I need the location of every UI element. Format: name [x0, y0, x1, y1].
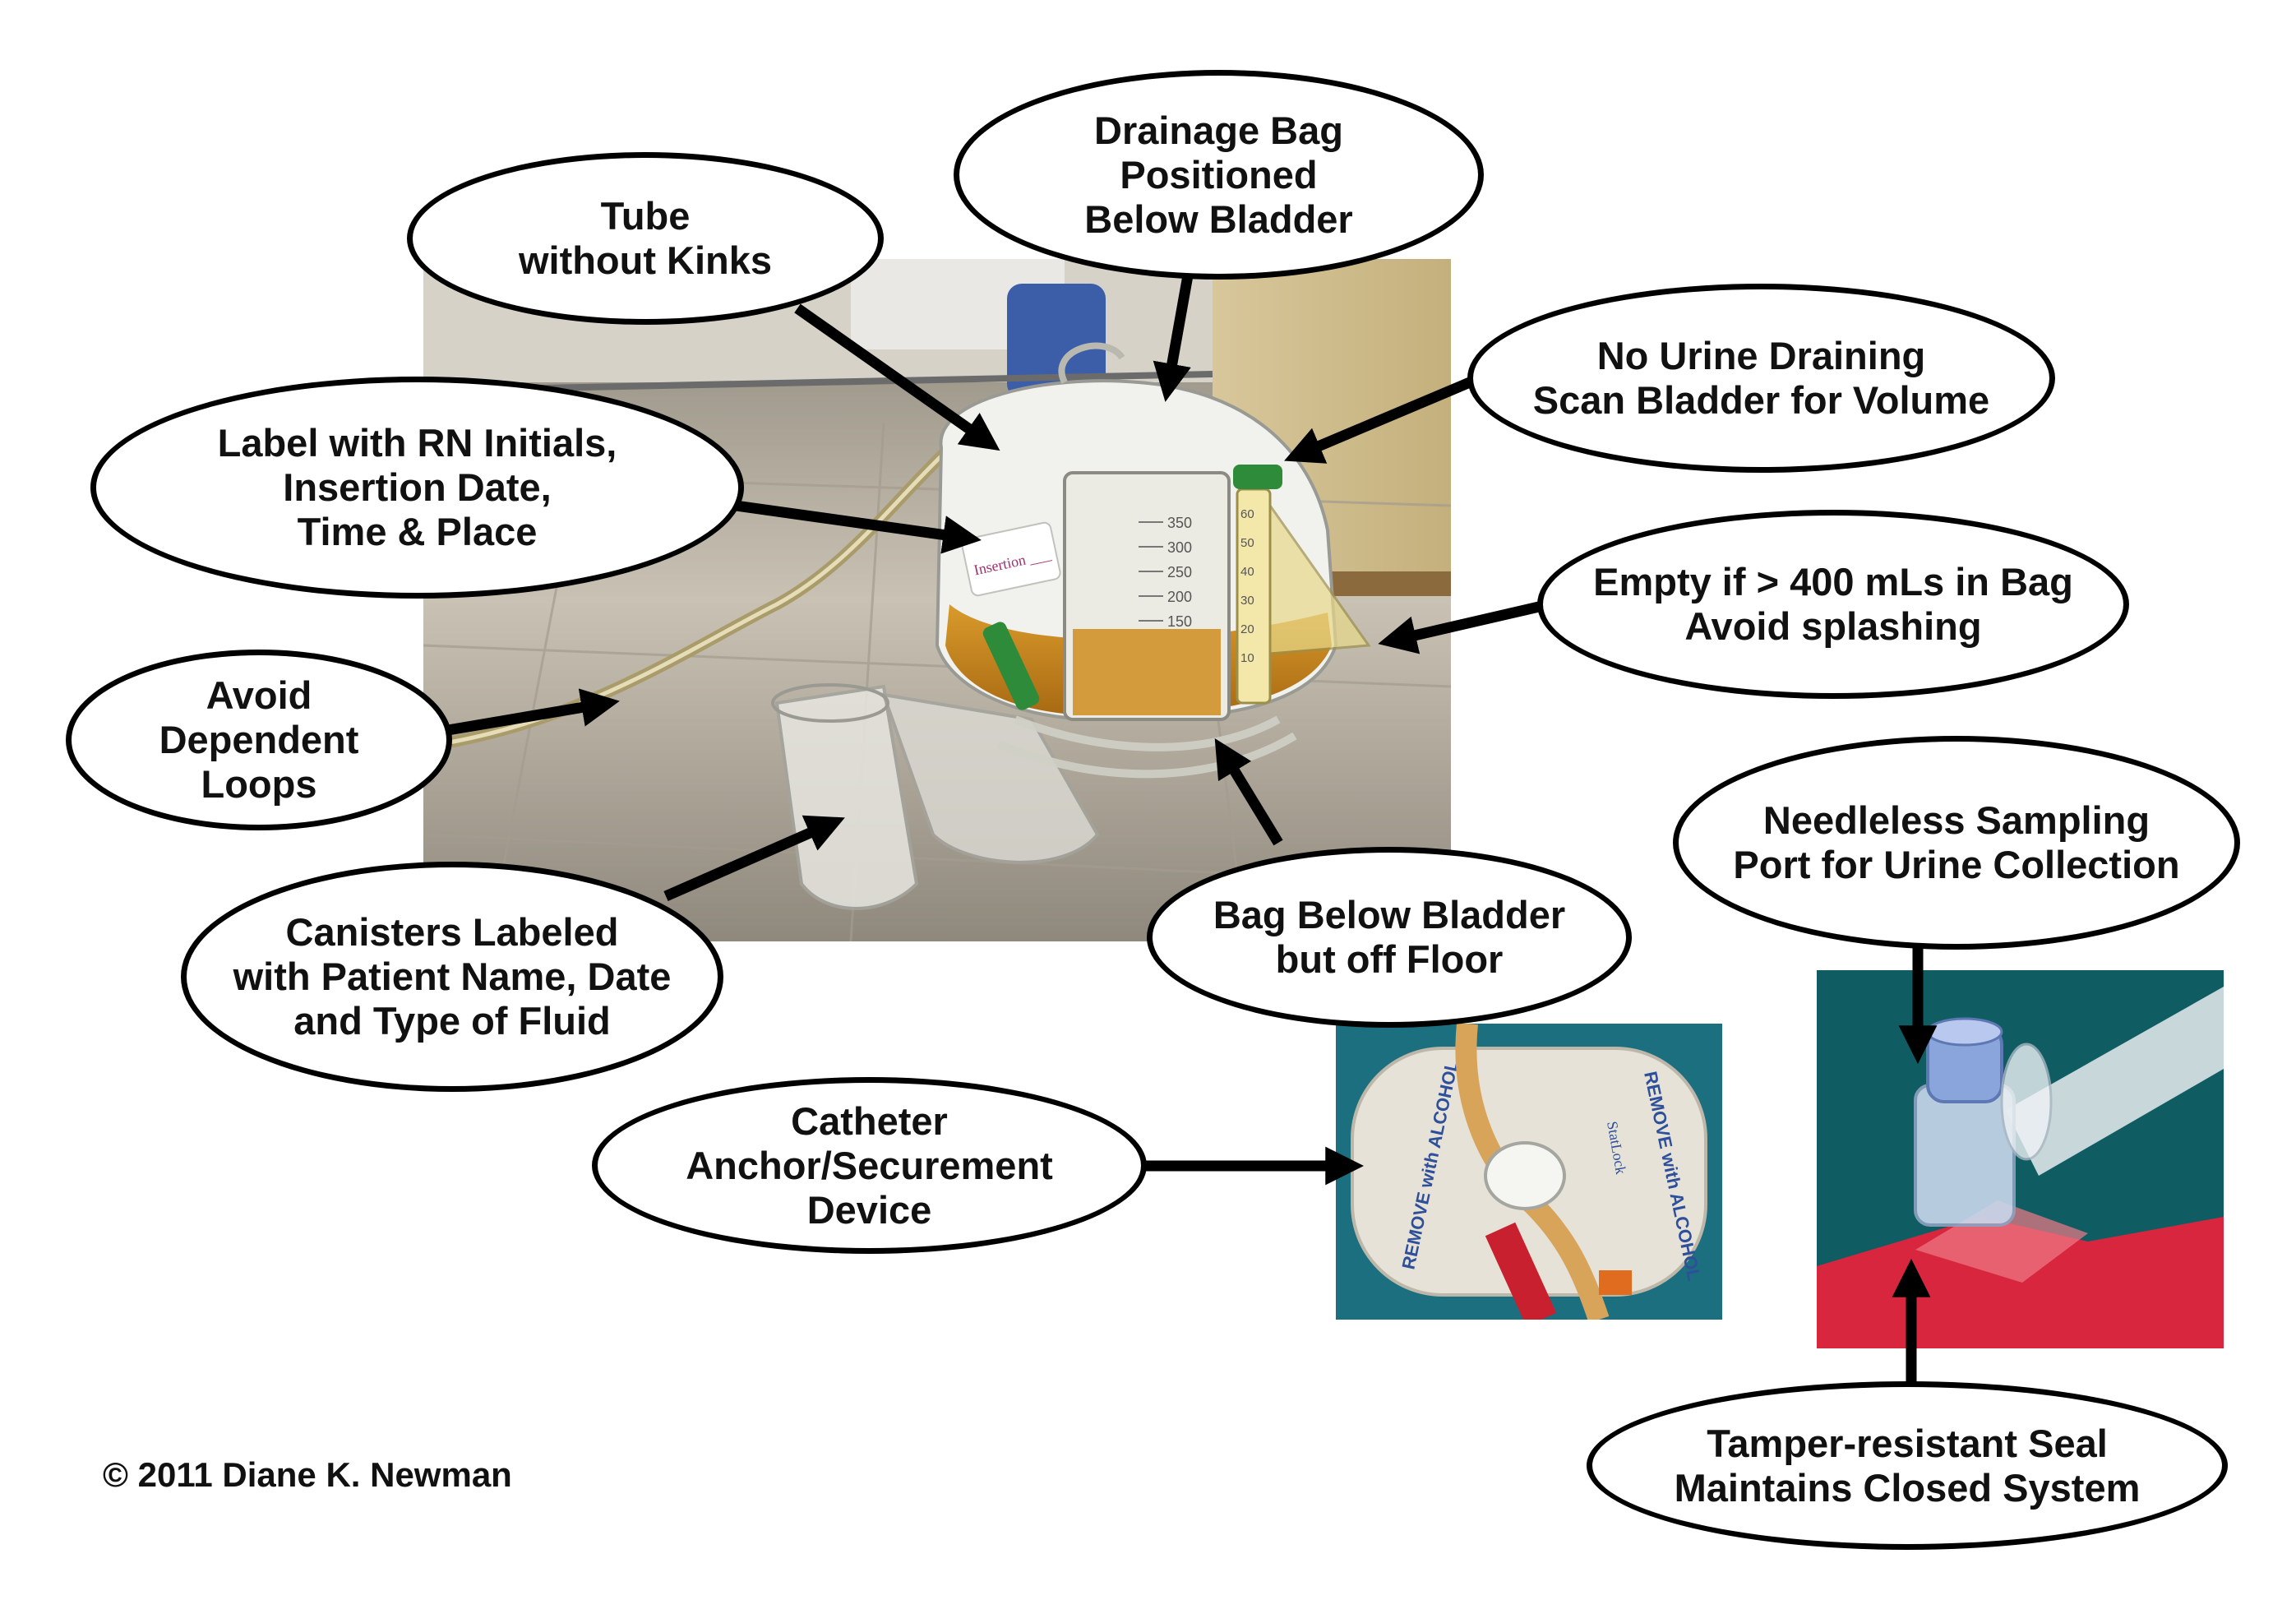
callout-label-with-rn-initials-text: Label with RN Initials, Insertion Date, … [217, 421, 617, 553]
callout-tamper-resistant-seal-text: Tamper-resistant Seal Maintains Closed S… [1674, 1421, 2141, 1510]
callout-tamper-resistant-seal: Tamper-resistant Seal Maintains Closed S… [1587, 1381, 2228, 1550]
orange-tag [1599, 1270, 1632, 1295]
scale-250: 250 [1167, 564, 1192, 580]
chamber-ticks [1139, 521, 1163, 622]
side-scale-60: 60 [1240, 507, 1254, 521]
callout-avoid-dependent-loops-text: Avoid Dependent Loops [159, 673, 359, 806]
callout-catheter-anchor: Catheter Anchor/Securement Device [592, 1077, 1147, 1254]
bag-label [961, 521, 1061, 597]
callout-drainage-bag-positioned-text: Drainage Bag Positioned Below Bladder [1084, 108, 1353, 241]
scale-150: 150 [1167, 613, 1192, 630]
callout-empty-if-over-400: Empty if > 400 mLs in Bag Avoid splashin… [1537, 510, 2129, 699]
side-scale-20: 20 [1240, 622, 1254, 636]
side-scale-40: 40 [1240, 565, 1254, 579]
callout-tube-without-kinks: Tube without Kinks [407, 152, 884, 325]
copyright-notice: © 2011 Diane K. Newman [103, 1455, 512, 1494]
callout-canisters-labeled: Canisters Labeled with Patient Name, Dat… [181, 862, 723, 1092]
scale-350: 350 [1167, 515, 1192, 531]
callout-avoid-dependent-loops: Avoid Dependent Loops [66, 650, 452, 830]
callout-needleless-sampling-port-text: Needleless Sampling Port for Urine Colle… [1733, 798, 2180, 886]
arrow-label-with-rn [735, 500, 982, 554]
callout-bag-below-bladder: Bag Below Bladder but off Floor [1147, 847, 1632, 1028]
retainer-clip [1484, 1141, 1566, 1210]
arrow-bag-below-bladder [1214, 738, 1283, 846]
side-scale-30: 30 [1240, 594, 1254, 608]
callout-catheter-anchor-text: Catheter Anchor/Securement Device [686, 1098, 1053, 1232]
canisters [771, 683, 1100, 910]
green-clamp [982, 622, 1040, 710]
callout-no-urine-draining: No Urine Draining Scan Bladder for Volum… [1467, 284, 2055, 473]
scale-300: 300 [1167, 539, 1192, 556]
green-cap [1233, 465, 1282, 489]
sampling-port-photo [1817, 970, 2224, 1348]
callout-empty-if-over-400-text: Empty if > 400 mLs in Bag Avoid splashin… [1593, 560, 2073, 648]
side-scale-10: 10 [1240, 651, 1254, 665]
callout-bag-below-bladder-text: Bag Below Bladder but off Floor [1213, 893, 1566, 981]
arrow-canisters-labeled [663, 815, 845, 901]
callout-no-urine-draining-text: No Urine Draining Scan Bladder for Volum… [1532, 334, 1990, 422]
catheter-red-connector [1485, 1222, 1557, 1320]
arrow-empty-if-over-400 [1378, 599, 1551, 654]
callout-tube-without-kinks-text: Tube without Kinks [518, 194, 773, 282]
arrow-tube-without-kinks [794, 303, 1000, 451]
blue-device [1007, 284, 1106, 399]
callout-drainage-bag-positioned: Drainage Bag Positioned Below Bladder [954, 70, 1484, 280]
callout-canisters-labeled-text: Canisters Labeled with Patient Name, Dat… [233, 910, 672, 1043]
side-scale-50: 50 [1240, 536, 1254, 550]
callout-needleless-sampling-port: Needleless Sampling Port for Urine Colle… [1673, 736, 2240, 950]
arrow-no-urine-draining [1284, 375, 1478, 464]
clear-tube [2006, 987, 2224, 1176]
scale-200: 200 [1167, 589, 1192, 605]
port-flange [2000, 1043, 2053, 1161]
arrow-avoid-dependent-loops [446, 688, 620, 736]
arrow-drainage-bag-positioned [1153, 274, 1194, 402]
callout-label-with-rn-initials: Label with RN Initials, Insertion Date, … [90, 377, 744, 599]
catheter-anchor-photo: REMOVE with ALCOHOL REMOVE with ALCOHOL … [1336, 1024, 1722, 1320]
